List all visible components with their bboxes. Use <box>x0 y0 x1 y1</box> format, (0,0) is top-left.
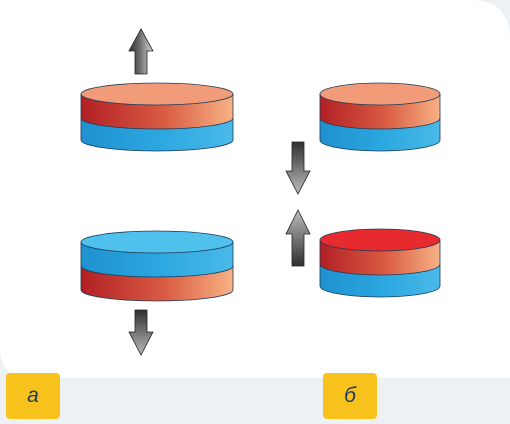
arrow-down-icon <box>285 141 311 195</box>
diagram-card <box>0 0 510 378</box>
magnet-b-top <box>319 82 441 152</box>
magnet-b-bottom <box>319 228 441 298</box>
panel-label-b: б <box>323 373 377 419</box>
panel-label-a: а <box>6 373 60 419</box>
arrow-down-icon <box>128 309 154 356</box>
arrow-up-icon <box>285 209 311 267</box>
panel-label-b-text: б <box>344 384 356 407</box>
arrow-up-icon <box>128 28 154 75</box>
magnet-a-top <box>80 82 234 152</box>
magnet-a-bottom <box>80 230 234 302</box>
panel-label-a-text: а <box>27 384 39 407</box>
